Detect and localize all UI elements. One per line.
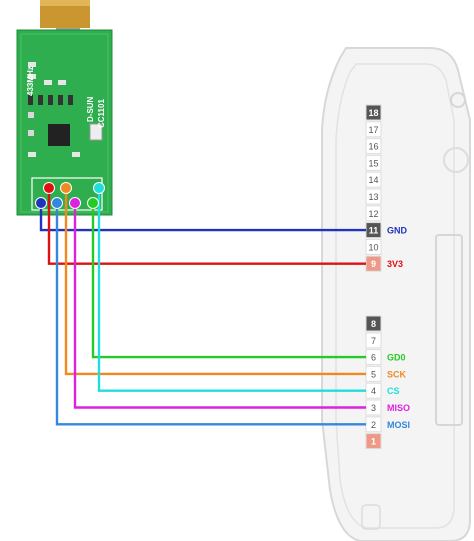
wire-cs (97, 188, 366, 392)
header-pin-8 (365, 315, 382, 332)
header-pin-label-9: 9 (371, 259, 376, 269)
signal-label-sck: SCK (387, 369, 407, 379)
wire-gnd (39, 203, 366, 232)
wire-mosi (55, 203, 366, 426)
header-pin-18 (365, 104, 382, 121)
header-pin-15 (365, 154, 382, 171)
header-pin-label-12: 12 (368, 209, 378, 219)
device-body (321, 47, 471, 541)
module-pins (35, 182, 105, 209)
cc1101-chip (48, 124, 70, 146)
signal-label-mosi: MOSI (387, 420, 410, 430)
header-pin-label-18: 18 (368, 108, 378, 118)
header-pin-label-8: 8 (371, 319, 376, 329)
header-pin-label-14: 14 (368, 175, 378, 185)
header-pin-12 (365, 205, 382, 222)
module-pin-gnd (35, 197, 47, 209)
wires (39, 188, 366, 426)
device-button-icon (450, 92, 466, 108)
header-pin-label-17: 17 (368, 125, 378, 135)
header-top: 18 17 16 15 14 13 12 11 10 9 (365, 104, 382, 272)
header-pin-label-16: 16 (368, 142, 378, 152)
header-pin-label-7: 7 (371, 336, 376, 346)
module-brand-label: D-SUN (86, 96, 95, 122)
header-pin-7 (365, 332, 382, 349)
header-pin-label-11: 11 (369, 226, 379, 236)
wire-3v3 (47, 188, 366, 265)
header-pin-1 (365, 433, 382, 450)
header-pin-13 (365, 188, 382, 205)
module-freq-label: 433MHz (26, 66, 35, 96)
header-pin-label-6: 6 (371, 353, 376, 363)
module-pin-gd0 (87, 197, 99, 209)
device-dpad-icon (443, 147, 469, 173)
module-pin-mosi (51, 197, 63, 209)
signal-label-cs: CS (387, 386, 400, 396)
header-pin-17 (365, 121, 382, 138)
header-pin-14 (365, 171, 382, 188)
header-pin-label-5: 5 (371, 369, 376, 379)
header-pin-label-15: 15 (368, 158, 378, 168)
signal-label-3v3: 3V3 (387, 259, 403, 269)
header-pin-16 (365, 138, 382, 155)
wire-miso (73, 203, 366, 409)
signal-label-gd0: GD0 (387, 353, 406, 363)
device-usb-port (361, 504, 381, 530)
device-screen (435, 234, 463, 426)
header-pin-label-4: 4 (371, 386, 376, 396)
signal-label-miso: MISO (387, 403, 410, 413)
header-pin-label-3: 3 (371, 403, 376, 413)
header-pin-label-10: 10 (368, 242, 378, 252)
wire-sck (64, 188, 366, 376)
header-pin-label-2: 2 (371, 420, 376, 430)
module-pin-cs (93, 182, 105, 194)
module-pin-miso (69, 197, 81, 209)
header-pin-label-1: 1 (371, 437, 376, 447)
header-pin-label-13: 13 (368, 192, 378, 202)
module-model-label: CC1101 (97, 99, 106, 128)
signal-label-gnd: GND (387, 226, 408, 236)
wire-gd0 (91, 203, 366, 359)
module-pin-3v3 (43, 182, 55, 194)
module-pin-sck (60, 182, 72, 194)
header-pin-10 (365, 238, 382, 255)
